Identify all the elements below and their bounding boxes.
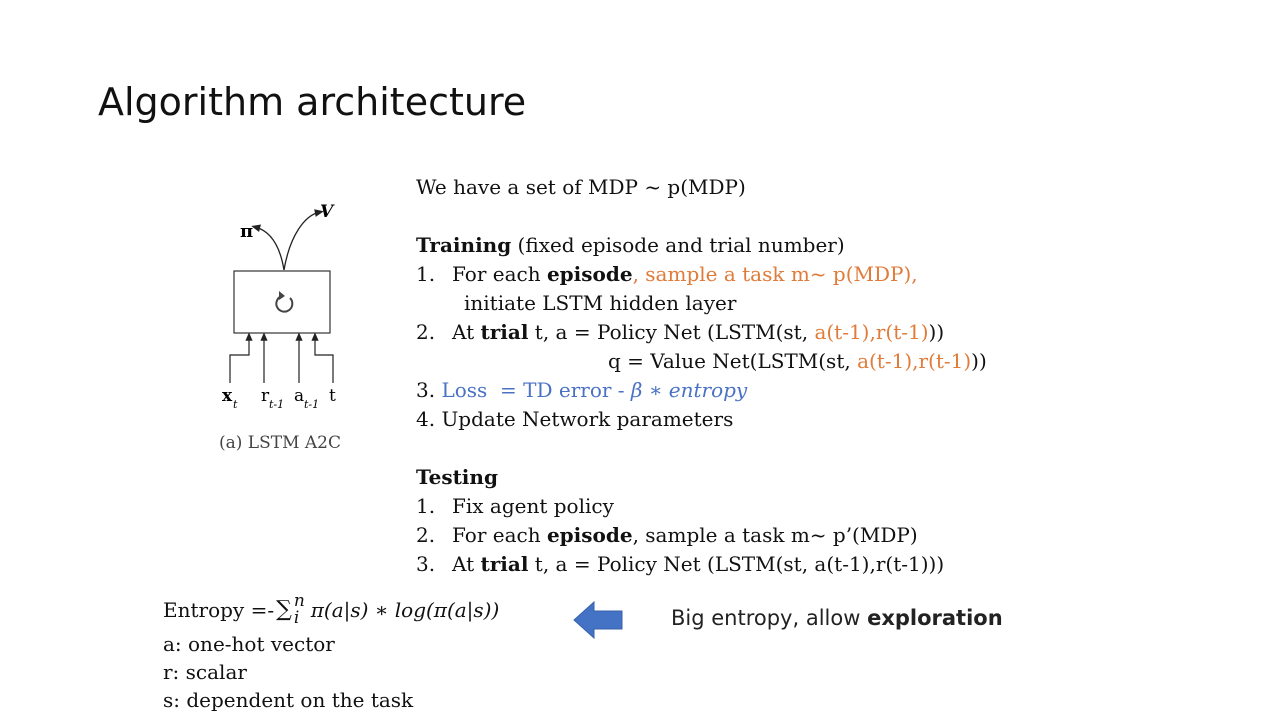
x-input-label: x xyxy=(222,386,233,406)
entropy-rhs: π(a|s) ∗ log(π(a|s)) xyxy=(310,598,500,622)
entropy-lhs: Entropy =- xyxy=(163,598,275,622)
testing-step-2: 2.For each episode, sample a task m~ p’(… xyxy=(416,523,918,547)
slide-title: Algorithm architecture xyxy=(98,80,527,124)
refresh-icon xyxy=(275,291,294,313)
testing-step-1: 1.Fix agent policy xyxy=(416,494,614,518)
sum-lower: i xyxy=(293,608,300,628)
def-s: s: dependent on the task xyxy=(163,688,414,712)
training-step-1-cont: initiate LSTM hidden layer xyxy=(464,291,737,315)
t-input-arrow xyxy=(311,332,334,383)
x-input-sub: t xyxy=(233,398,238,411)
training-heading: Training xyxy=(416,233,512,257)
r-input-sub: t-1 xyxy=(269,398,284,411)
testing-step-3: 3.At trial t, a = Policy Net (LSTM(st, a… xyxy=(416,552,945,576)
training-step-2: 2.At trial t, a = Policy Net (LSTM(st, a… xyxy=(416,320,945,344)
policy-output-arrow xyxy=(251,224,285,271)
training-step-4: 4. Update Network parameters xyxy=(416,407,734,431)
training-step-1: 1.For each episode, sample a task m~ p(M… xyxy=(416,262,918,286)
spacer xyxy=(416,434,1056,463)
spacer xyxy=(416,202,1056,231)
value-output-arrow xyxy=(283,209,324,271)
training-heading-note: (fixed episode and trial number) xyxy=(511,233,845,257)
algorithm-text: We have a set of MDP ~ p(MDP) Training (… xyxy=(416,173,1056,579)
lstm-a2c-diagram: π V x t r t-1 a t-1 t (a) LSTM A2C xyxy=(205,195,375,465)
sum-symbol: ∑ xyxy=(276,597,292,622)
intro-line: We have a set of MDP ~ p(MDP) xyxy=(416,175,746,199)
left-arrow-icon xyxy=(572,600,624,640)
testing-heading: Testing xyxy=(416,465,498,489)
diagram-svg: π V x t r t-1 a t-1 t (a) LSTM A2C xyxy=(219,202,341,453)
training-step-3: 3. Loss = TD error - β ∗ entropy xyxy=(416,378,748,402)
r-input-label: r xyxy=(261,386,270,406)
def-a: a: one-hot vector xyxy=(163,632,335,656)
training-step-2-value: q = Value Net(LSTM(st, a(t-1),r(t-1))) xyxy=(608,349,987,373)
pi-label: π xyxy=(240,221,253,242)
def-r: r: scalar xyxy=(163,660,247,684)
note-bold: exploration xyxy=(867,606,1003,630)
x-input-arrow xyxy=(229,332,253,383)
t-input-label: t xyxy=(329,386,336,406)
note-text: Big entropy, allow xyxy=(671,606,868,630)
diagram-caption: (a) LSTM A2C xyxy=(219,433,341,453)
v-label: V xyxy=(320,202,335,222)
exploration-note: Big entropy, allow exploration xyxy=(671,606,1003,630)
training-heading-line: Training (fixed episode and trial number… xyxy=(416,231,1056,260)
a-input-sub: t-1 xyxy=(304,398,319,411)
sum-upper: n xyxy=(293,591,305,611)
lstm-box xyxy=(233,270,331,334)
a-input-label: a xyxy=(294,386,304,406)
